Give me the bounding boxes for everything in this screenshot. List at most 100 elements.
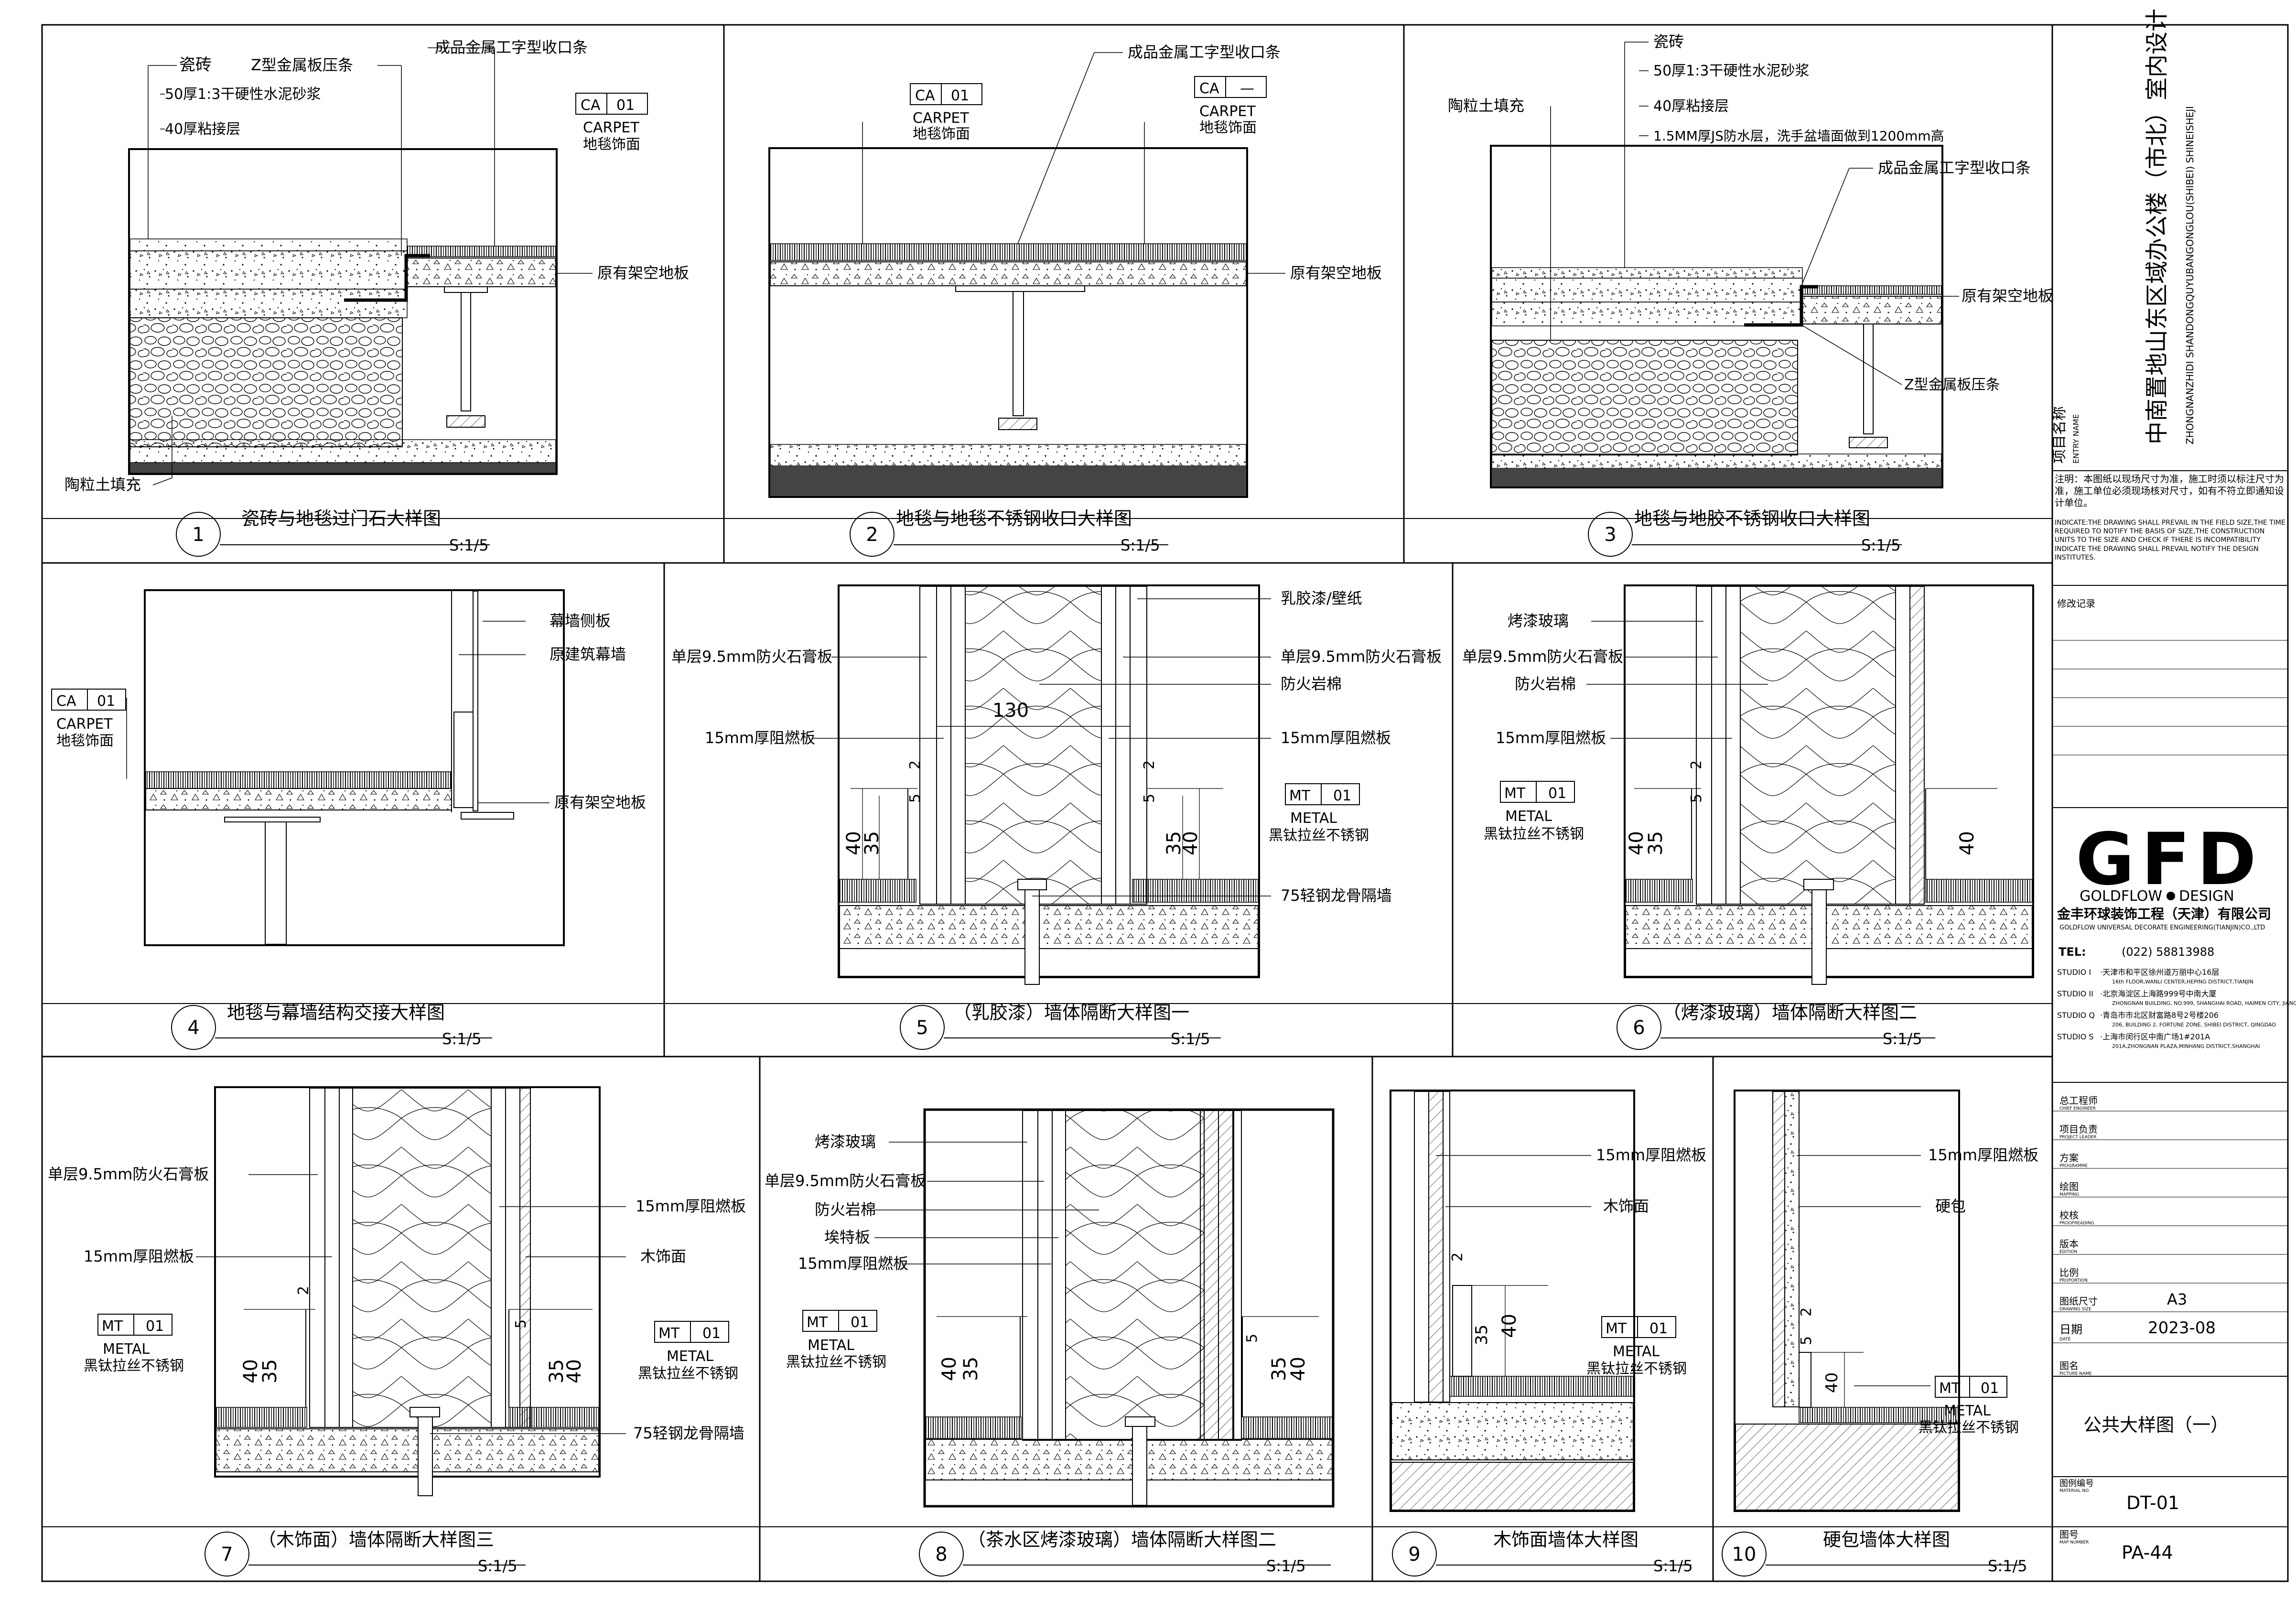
detail-4-number: 4	[187, 1017, 199, 1039]
detail-1-number: 1	[192, 524, 204, 546]
notes-cn: 注明：本图纸以现场尺寸为准，施工时须以标注尺寸为准，施工单位必须现场核对尺寸，如…	[2055, 473, 2284, 508]
svg-text:EDITION: EDITION	[2059, 1250, 2077, 1254]
detail-4-label-2: 原有架空地板	[554, 793, 646, 811]
detail-5-dim-1: 40	[843, 831, 865, 855]
detail-3-label-5: 原有架空地板	[1962, 287, 2053, 305]
detail-6-dim-4: 2	[1688, 760, 1705, 769]
detail-6-label-2: 防火岩棉	[1515, 675, 1576, 693]
detail-6-dim-1: 35	[1645, 831, 1667, 855]
map-number: PA-44	[2122, 1542, 2173, 1563]
detail-9-number: 9	[1408, 1544, 1420, 1566]
detail-9-dim-1: 35	[1472, 1325, 1491, 1345]
detail-4: 幕墙侧板 原建筑幕墙 原有架空地板 CA 01 CARPET 地毯饰面 4 地毯…	[51, 589, 646, 1050]
svg-text:图号: 图号	[2059, 1529, 2079, 1540]
svg-text:PROJECT LEADER: PROJECT LEADER	[2059, 1135, 2096, 1140]
notes-en: INDICATE:THE DRAWING SHALL PREVAIL IN TH…	[2055, 519, 2285, 561]
detail-1-scale: S:1/5	[449, 536, 489, 554]
logo-brand: GOLDFLOW	[2080, 888, 2162, 905]
project-name: 中南置地山东区域办公楼（市北）室内设计	[2144, 9, 2170, 444]
svg-text:01: 01	[1649, 1320, 1668, 1337]
svg-text:DRAWING SIZE: DRAWING SIZE	[2059, 1307, 2091, 1312]
detail-5-label-5: 15mm厚阻燃板	[1281, 729, 1391, 747]
detail-2: 成品金属工字型收口条 原有架空地板 CA 01 CARPET 地毯饰面 CA —…	[768, 43, 1382, 557]
detail-4-frame	[144, 589, 565, 946]
svg-text:CARPET: CARPET	[583, 119, 639, 136]
detail-10-dim-0: 40	[1822, 1372, 1842, 1393]
detail-1-label-3: Z型金属板压条	[251, 56, 353, 74]
detail-10: 40 5 2 15mm厚阻燃板 硬包 MT 01 METAL 黑钛拉丝不锈钢 1…	[1722, 1090, 2038, 1576]
svg-text:ZHONGNAN BUILDING, NO.999, SHA: ZHONGNAN BUILDING, NO.999, SHANGHAI ROAD…	[2112, 1000, 2296, 1006]
company-name: 金丰环球装饰工程（天津）有限公司	[2057, 906, 2271, 922]
detail-7: 40 35 40 35 2 5 单层9.5mm防火石膏板 15mm厚阻燃板 15…	[48, 1086, 746, 1576]
detail-7-label-2: 15mm厚阻燃板	[636, 1197, 746, 1215]
detail-2-material-tag-2: CA — CARPET 地毯饰面	[1194, 76, 1267, 136]
svg-text:地毯饰面: 地毯饰面	[1199, 119, 1257, 136]
detail-2-frame	[768, 147, 1248, 498]
svg-text:方案: 方案	[2059, 1152, 2079, 1164]
svg-text:MATERIAL NO.: MATERIAL NO.	[2059, 1489, 2090, 1493]
detail-9-label-1: 木饰面	[1603, 1197, 1649, 1215]
detail-6: 40 35 40 5 2 烤漆玻璃 单层9.5mm防火石膏板 防火岩棉 15mm…	[1462, 584, 2034, 1050]
detail-9-frame	[1390, 1090, 1635, 1512]
detail-5-material-tag: MT 01 METAL 黑钛拉丝不锈钢	[1269, 783, 1369, 844]
detail-1-title: 瓷砖与地毯过门石大样图	[241, 508, 441, 529]
svg-text:CARPET: CARPET	[56, 716, 113, 733]
detail-10-material-tag: MT 01 METAL 黑钛拉丝不锈钢	[1919, 1376, 2019, 1436]
detail-7-frame	[214, 1086, 601, 1478]
detail-9-dim-0: 40	[1498, 1314, 1520, 1338]
svg-text:—: —	[1240, 80, 1254, 97]
svg-text:·青岛市市北区财富路8号2号楼206: ·青岛市市北区财富路8号2号楼206	[2100, 1011, 2219, 1020]
detail-1-label-5: 原有架空地板	[597, 264, 689, 282]
svg-text:PICTURE NAME: PICTURE NAME	[2059, 1371, 2092, 1376]
svg-text:CA: CA	[56, 693, 76, 710]
svg-text:MAPPING: MAPPING	[2059, 1192, 2079, 1197]
detail-5-dim-6: 5	[907, 794, 924, 803]
detail-2-title: 地毯与地毯不锈钢收口大样图	[896, 508, 1132, 529]
detail-3-label-6: Z型金属板压条	[1904, 377, 2000, 393]
svg-text:项目负责: 项目负责	[2059, 1123, 2098, 1135]
detail-6-number: 6	[1633, 1017, 1645, 1039]
svg-text:比例: 比例	[2059, 1267, 2079, 1278]
svg-text:01: 01	[951, 87, 969, 104]
detail-10-label-1: 硬包	[1935, 1197, 1966, 1215]
detail-1-number-circle	[176, 512, 221, 557]
svg-text:16th FLOOR,WANLI CENTER,HEPING: 16th FLOOR,WANLI CENTER,HEPING DISTRICT,…	[2112, 979, 2253, 985]
detail-5-dim-0: 130	[992, 700, 1029, 722]
detail-10-title: 硬包墙体大样图	[1823, 1529, 1950, 1550]
detail-6-frame	[1624, 584, 2034, 978]
tel-number: (022) 58813988	[2122, 945, 2214, 959]
detail-8-label-1: 单层9.5mm防火石膏板	[765, 1172, 926, 1190]
svg-text:STUDIO II: STUDIO II	[2057, 989, 2093, 998]
detail-5-dim-5: 2	[907, 760, 924, 769]
detail-3-label-4: 成品金属工字型收口条	[1878, 159, 2031, 177]
detail-4-material-tag: CA 01 CARPET 地毯饰面	[51, 689, 126, 749]
company-name-en: GOLDFLOW UNIVERSAL DECORATE ENGINEERING(…	[2059, 924, 2265, 931]
detail-8-dim-3: 35	[1268, 1357, 1290, 1381]
detail-7-dim-1: 35	[259, 1359, 281, 1383]
svg-text:MT: MT	[1504, 785, 1526, 802]
project-name-en: ZHONGNANZHIDI SHANDONGQUYUBANGONGLOU(SHI…	[2184, 106, 2196, 444]
tel-label: TEL:	[2059, 945, 2086, 959]
detail-7-dim-3: 35	[546, 1359, 568, 1383]
detail-5-dim-2: 35	[861, 831, 883, 855]
detail-8-scale: S:1/5	[1266, 1557, 1306, 1575]
detail-6-label-1: 单层9.5mm防火石膏板	[1462, 648, 1623, 666]
detail-6-dim-0: 40	[1626, 831, 1648, 855]
detail-10-frame	[1734, 1090, 1960, 1512]
detail-8: 40 35 40 35 5 烤漆玻璃 单层9.5mm防火石膏板 防火岩棉 埃特板…	[765, 1108, 1335, 1576]
detail-6-title: （烤漆玻璃）墙体隔断大样图二	[1663, 1002, 1917, 1023]
detail-5-label-6: 75轻钢龙骨隔墙	[1281, 886, 1392, 905]
studio-list: STUDIO I ·天津市和平区徐州道万丽中心16层 16th FLOOR,WA…	[2057, 968, 2296, 1049]
svg-text:黑钛拉丝不锈钢: 黑钛拉丝不锈钢	[638, 1365, 738, 1382]
svg-text:STUDIO S: STUDIO S	[2057, 1032, 2094, 1041]
detail-1-frame	[128, 148, 558, 475]
svg-text:地毯饰面: 地毯饰面	[913, 126, 970, 142]
detail-2-label-1: 原有架空地板	[1290, 264, 1382, 282]
detail-5-dim-8: 5	[1141, 794, 1158, 803]
detail-9: 40 35 2 15mm厚阻燃板 木饰面 MT 01 METAL 黑钛拉丝不锈钢…	[1390, 1090, 1706, 1576]
svg-text:CHIEF ENGINEER: CHIEF ENGINEER	[2059, 1106, 2096, 1111]
svg-text:图名: 图名	[2059, 1360, 2079, 1371]
detail-3-label-7: 陶粒土填充	[1448, 97, 1524, 115]
svg-text:日期: 日期	[2059, 1323, 2082, 1336]
